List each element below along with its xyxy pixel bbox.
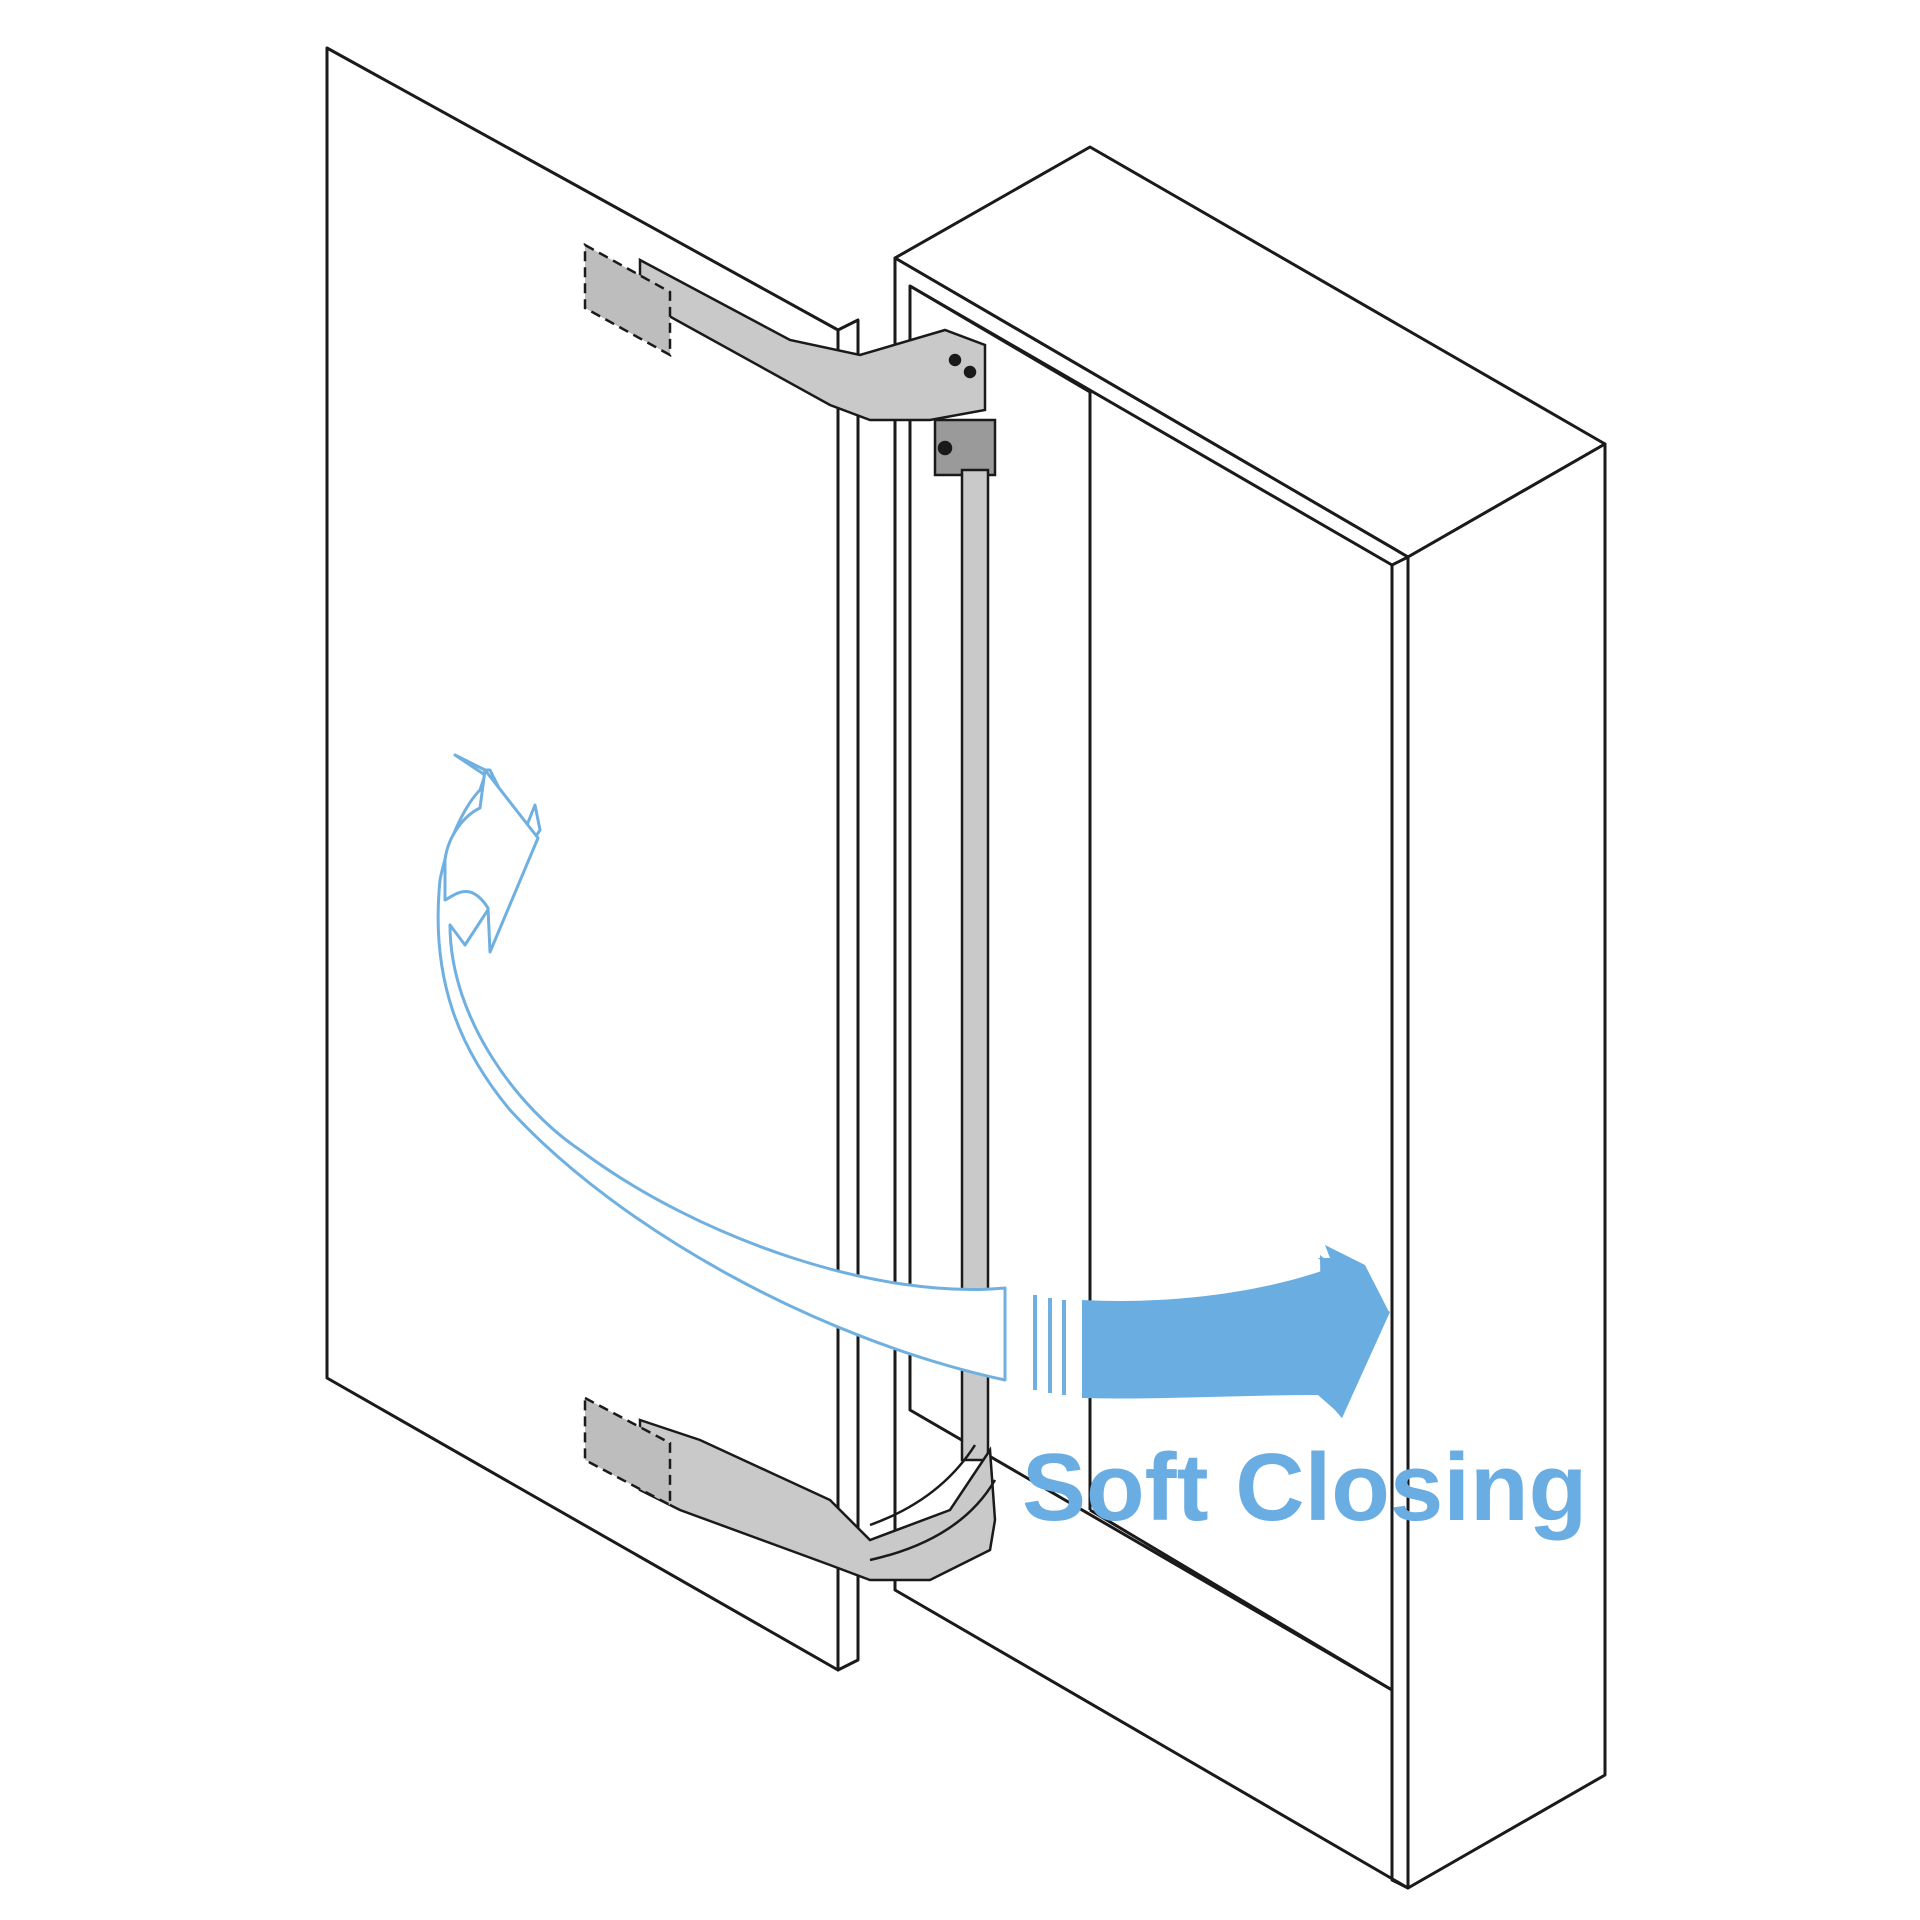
hinge-screw xyxy=(963,365,977,379)
hinge-icon xyxy=(583,1395,997,1582)
hinge-plate-top xyxy=(583,242,672,358)
hinge-icon xyxy=(583,242,997,477)
cabinet-front-lip xyxy=(1390,555,1409,1890)
cabinet-inner-edge-top xyxy=(909,284,1091,394)
hinge-curve-bottom xyxy=(869,1444,977,1527)
hinge-curve-bottom-inner xyxy=(869,1479,997,1562)
cabinet-inner-shelf xyxy=(1089,1508,1393,1692)
soft-close-arrow-icon xyxy=(1082,1245,1388,1418)
soft-closing-caption: Soft Closing xyxy=(1022,1434,1587,1541)
soft-close-arrow-head xyxy=(1320,1255,1390,1418)
hinge-plate-bottom xyxy=(583,1395,672,1508)
hinge-arm-top xyxy=(638,257,987,422)
hinge-arm-bottom xyxy=(638,1418,997,1582)
cabinet-side-face xyxy=(1406,442,1607,1890)
motion-dashes xyxy=(1033,1295,1066,1395)
curved-arrow-tip xyxy=(443,768,540,954)
hinge-screw xyxy=(937,440,953,456)
door-edge xyxy=(836,318,860,1672)
hinge-screw xyxy=(948,353,962,367)
cabinet-body xyxy=(893,145,1607,1890)
door-front-face xyxy=(325,46,840,1672)
